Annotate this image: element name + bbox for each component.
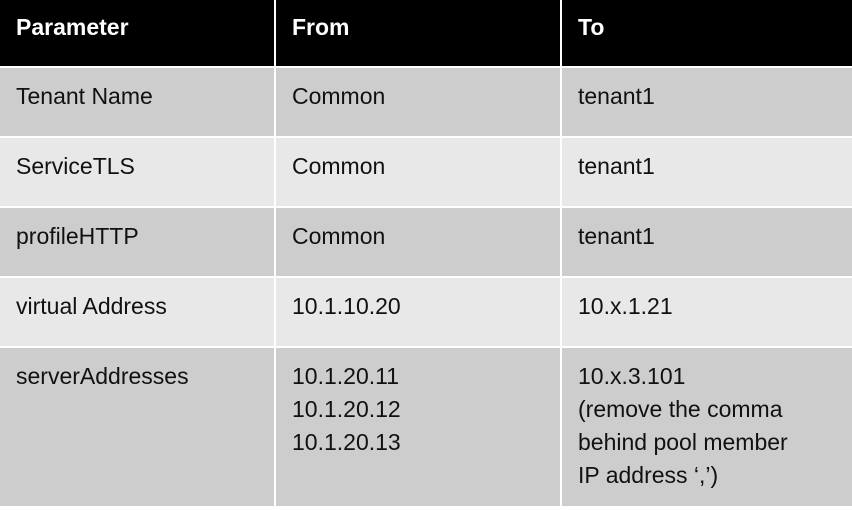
table-row: profileHTTP Common tenant1: [0, 208, 852, 278]
cell-from: 10.1.20.11 10.1.20.12 10.1.20.13: [276, 348, 562, 506]
cell-text: behind pool member: [578, 429, 788, 455]
cell-from: Common: [276, 138, 562, 208]
cell-to: 10.x.3.101 (remove the comma behind pool…: [562, 348, 852, 506]
cell-text: tenant1: [578, 83, 655, 109]
cell-text: 10.x.1.21: [578, 293, 673, 319]
cell-to: tenant1: [562, 208, 852, 278]
cell-text: 10.x.3.101: [578, 363, 686, 389]
cell-text: virtual Address: [16, 293, 167, 319]
header-row: Parameter From To: [0, 0, 852, 68]
cell-to: tenant1: [562, 68, 852, 138]
cell-text: tenant1: [578, 223, 655, 249]
cell-text: 10.1.10.20: [292, 293, 401, 319]
header-to: To: [562, 0, 852, 68]
cell-text: profileHTTP: [16, 223, 139, 249]
cell-text: 10.1.20.13: [292, 429, 401, 455]
cell-text: 10.1.20.12: [292, 396, 401, 422]
cell-from: Common: [276, 68, 562, 138]
cell-text: ServiceTLS: [16, 153, 135, 179]
table-header: Parameter From To: [0, 0, 852, 68]
header-from: From: [276, 0, 562, 68]
table-row: virtual Address 10.1.10.20 10.x.1.21: [0, 278, 852, 348]
cell-parameter: serverAddresses: [0, 348, 276, 506]
cell-to: 10.x.1.21: [562, 278, 852, 348]
cell-text: IP address ‘,’): [578, 462, 719, 488]
cell-text: (remove the comma: [578, 396, 783, 422]
table-row: Tenant Name Common tenant1: [0, 68, 852, 138]
cell-parameter: ServiceTLS: [0, 138, 276, 208]
cell-parameter: profileHTTP: [0, 208, 276, 278]
cell-text: Common: [292, 153, 386, 179]
cell-from: Common: [276, 208, 562, 278]
cell-text: Tenant Name: [16, 83, 153, 109]
table-body: Tenant Name Common tenant1 ServiceTLS Co…: [0, 68, 852, 506]
cell-to: tenant1: [562, 138, 852, 208]
cell-text: tenant1: [578, 153, 655, 179]
cell-text: Common: [292, 223, 386, 249]
cell-text: serverAddresses: [16, 363, 189, 389]
table-row: serverAddresses 10.1.20.11 10.1.20.12 10…: [0, 348, 852, 506]
cell-parameter: Tenant Name: [0, 68, 276, 138]
cell-parameter: virtual Address: [0, 278, 276, 348]
table-row: ServiceTLS Common tenant1: [0, 138, 852, 208]
cell-text: Common: [292, 83, 386, 109]
cell-from: 10.1.10.20: [276, 278, 562, 348]
cell-text: 10.1.20.11: [292, 363, 400, 389]
header-parameter: Parameter: [0, 0, 276, 68]
